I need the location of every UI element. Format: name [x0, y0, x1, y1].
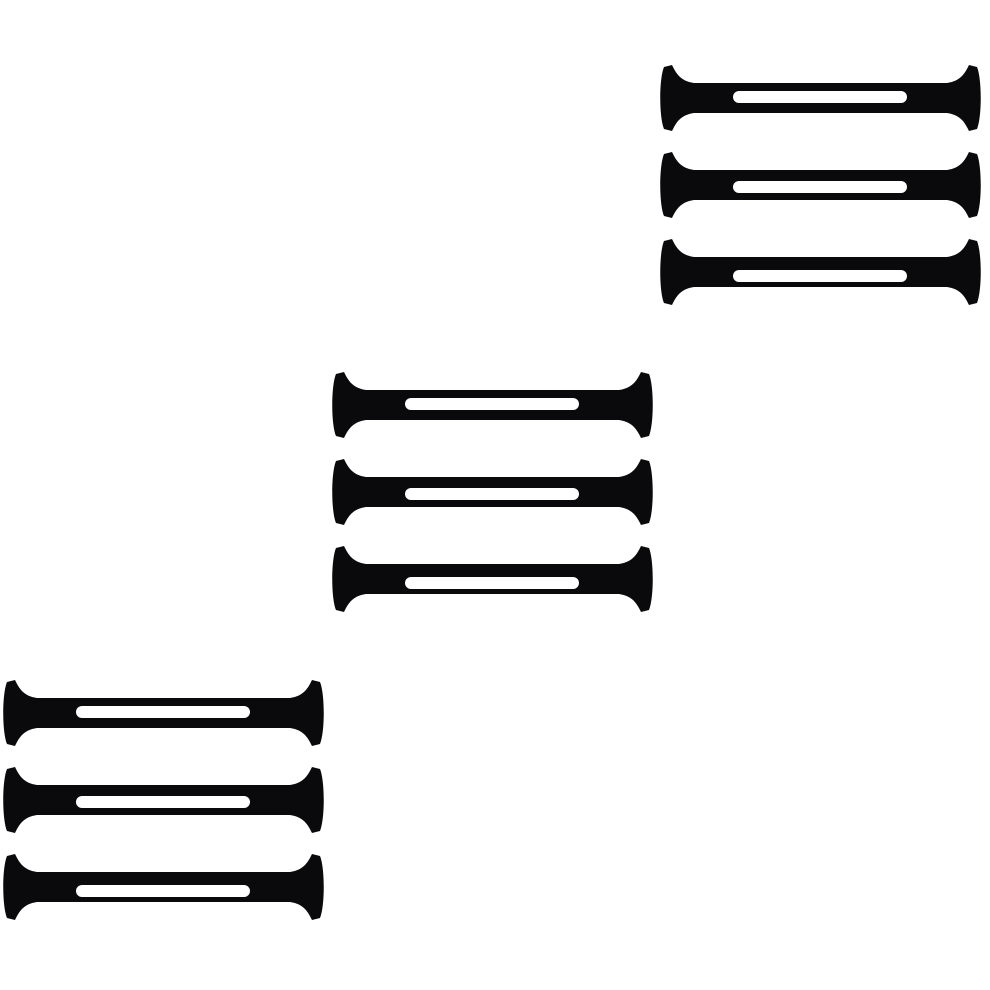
- strap-holder: [332, 459, 653, 525]
- strap-slot: [405, 577, 579, 589]
- strap-holder: [660, 239, 981, 305]
- top-right-group: [660, 65, 981, 305]
- middle-group: [332, 372, 653, 612]
- strap-slot: [733, 91, 907, 103]
- strap-slot: [76, 706, 250, 718]
- strap-slot: [733, 181, 907, 193]
- strap-holder: [332, 546, 653, 612]
- bottom-left-group: [3, 680, 324, 920]
- strap-holder: [3, 767, 324, 833]
- strap-holder: [3, 854, 324, 920]
- strap-holder: [3, 680, 324, 746]
- strap-holder: [660, 65, 981, 131]
- strap-slot: [405, 488, 579, 500]
- strap-slot: [405, 398, 579, 410]
- strap-slot: [76, 885, 250, 897]
- strap-slot: [76, 796, 250, 808]
- strap-holder: [332, 372, 653, 438]
- strap-slot: [733, 270, 907, 282]
- strap-holder: [660, 152, 981, 218]
